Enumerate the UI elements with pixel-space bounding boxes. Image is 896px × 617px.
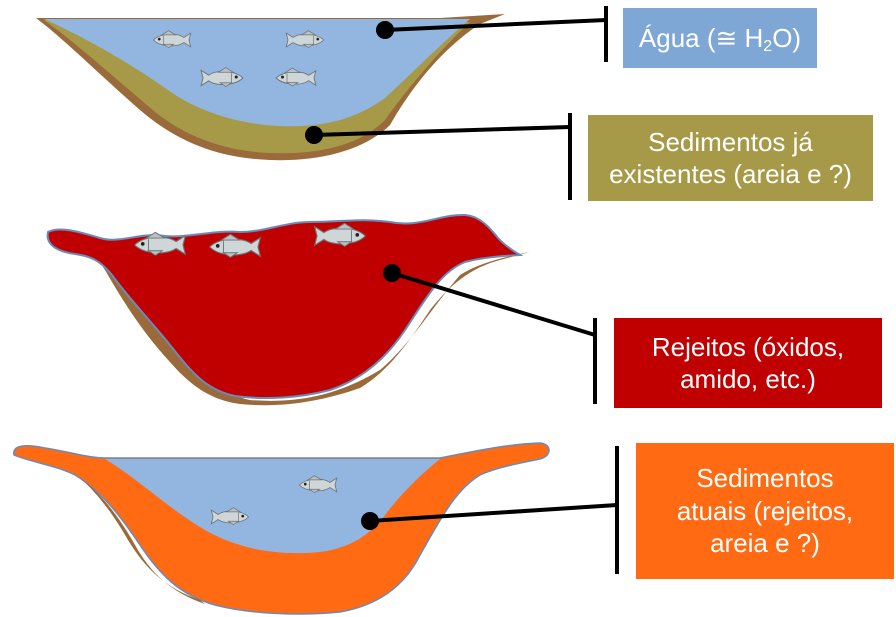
label-line: areia e ?) bbox=[677, 527, 853, 560]
label-line: Rejeitos (óxidos, bbox=[652, 331, 844, 364]
pointer-dot-icon bbox=[361, 512, 379, 530]
pointer-dot-icon bbox=[376, 21, 394, 39]
label-sedimentos-atuais: Sedimentos atuais (rejeitos, areia e ?) bbox=[636, 443, 894, 579]
label-rejeitos: Rejeitos (óxidos, amido, etc.) bbox=[614, 318, 882, 408]
tailings-river-section bbox=[48, 215, 595, 405]
label-line: amido, etc.) bbox=[652, 363, 844, 396]
label-line: Sedimentos bbox=[677, 462, 853, 495]
label-agua-suffix: O) bbox=[772, 23, 801, 53]
label-agua-prefix: Água (≅ H bbox=[639, 23, 763, 53]
label-agua-text: Água (≅ H2O) bbox=[639, 22, 801, 55]
label-line: existentes (areia e ?) bbox=[609, 158, 852, 191]
label-agua-subscript: 2 bbox=[763, 38, 772, 55]
pointer-dot-icon bbox=[305, 126, 323, 144]
label-agua: Água (≅ H2O) bbox=[623, 8, 817, 68]
tailings-layer bbox=[48, 215, 520, 398]
label-sedimentos-existentes: Sedimentos já existentes (areia e ?) bbox=[588, 115, 873, 201]
label-line: atuais (rejeitos, bbox=[677, 495, 853, 528]
current-river-section bbox=[14, 443, 617, 614]
original-river-section bbox=[36, 6, 606, 200]
label-line: Sedimentos já bbox=[609, 126, 852, 159]
pointer-dot-icon bbox=[383, 264, 401, 282]
